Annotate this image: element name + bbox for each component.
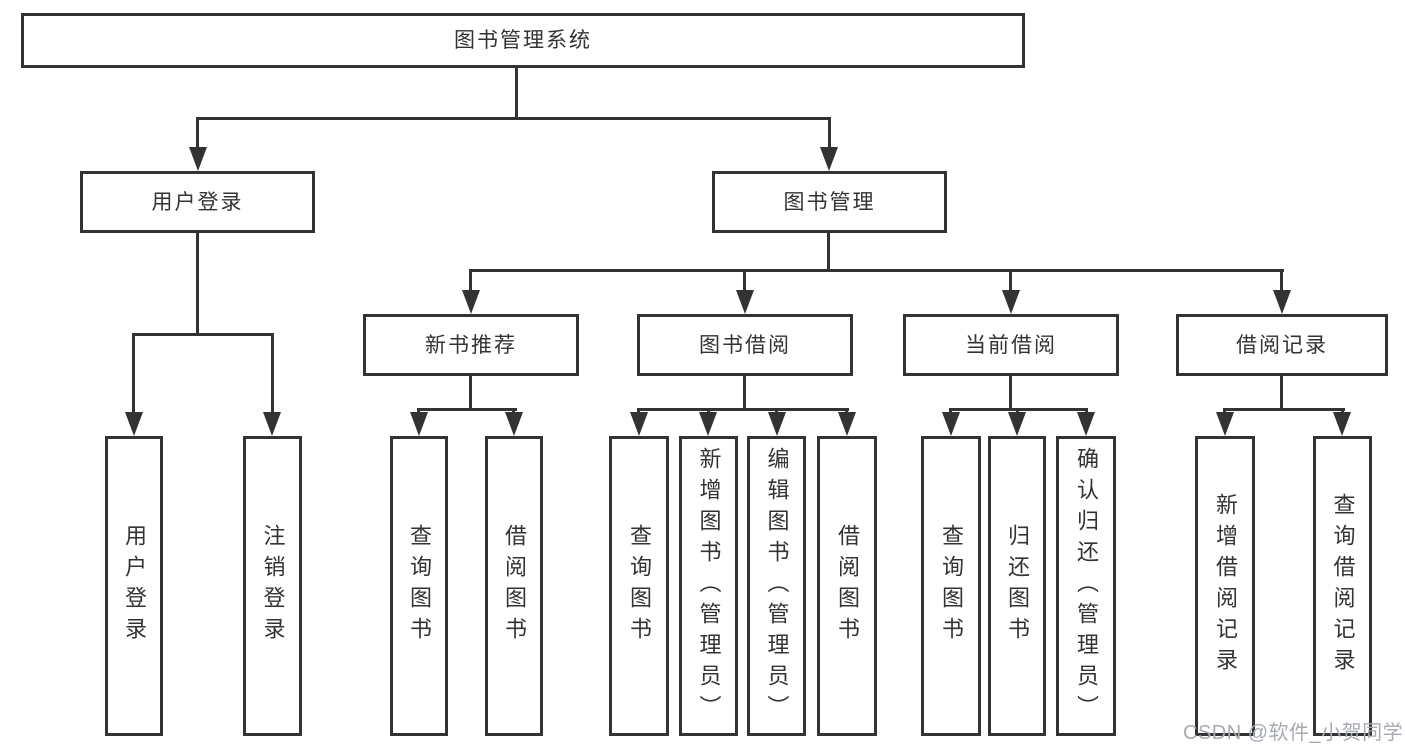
arrowhead-icon <box>1002 290 1020 314</box>
node-borrow-records-label: 借阅记录 <box>1236 333 1328 357</box>
node-root: 图书管理系统 <box>21 13 1025 68</box>
connector-borrowrecords-vline <box>1280 376 1283 410</box>
leaf-logout-label: 注销登录 <box>260 524 286 648</box>
connector-leaf-shaft <box>512 408 515 415</box>
leaf-add-borrow-record: 新增借阅记录 <box>1195 436 1255 736</box>
arrowhead-icon <box>699 412 717 436</box>
connector-currentborrow-vline <box>1009 376 1012 410</box>
connector-leaf-shaft <box>1341 408 1344 415</box>
connector-bookmgmt-shaft <box>828 117 831 150</box>
node-current-borrow: 当前借阅 <box>903 314 1119 376</box>
leaf-query-book-rec: 查询图书 <box>390 436 448 736</box>
leaf-borrow-book-label: 借阅图书 <box>835 524 860 648</box>
connector-bookborrow-vline <box>743 376 746 410</box>
leaf-query-book-current: 查询图书 <box>921 436 981 736</box>
arrowhead-icon <box>736 290 754 314</box>
connector-userlogin-vline <box>196 233 199 336</box>
connector-bookborrow-hline <box>637 408 849 411</box>
connector-userlogin-hline <box>132 333 274 336</box>
arrowhead-icon <box>630 412 648 436</box>
connector-leaf-shaft <box>637 408 640 415</box>
arrowhead-icon <box>1273 290 1291 314</box>
connector-bookmgmt-vline <box>827 233 830 272</box>
arrowhead-icon <box>1077 412 1095 436</box>
leaf-borrow-book: 借阅图书 <box>817 436 877 736</box>
connector-root-hline <box>196 117 831 120</box>
connector-newbookrec-hline <box>417 408 517 411</box>
leaf-edit-book: 编辑图书（管理员） <box>747 436 806 736</box>
arrowhead-icon <box>768 412 786 436</box>
arrowhead-icon <box>125 412 143 436</box>
leaf-query-book-rec-label: 查询图书 <box>407 524 432 648</box>
leaf-confirm-return: 确认归还（管理员） <box>1056 436 1116 736</box>
arrowhead-icon <box>820 147 838 171</box>
node-book-borrow-label: 图书借阅 <box>699 333 791 357</box>
connector-leaf-shaft <box>271 333 274 413</box>
connector-level3-shaft <box>743 269 746 294</box>
connector-level3-hline <box>469 269 1284 272</box>
arrowhead-icon <box>410 412 428 436</box>
csdn-watermark: CSDN @软件_小贺同学 <box>1183 722 1404 744</box>
node-new-book-rec: 新书推荐 <box>363 314 579 376</box>
leaf-borrow-book-rec-label: 借阅图书 <box>502 524 527 648</box>
node-book-mgmt-label: 图书管理 <box>783 190 876 214</box>
leaf-query-book-current-label: 查询图书 <box>939 524 964 648</box>
arrowhead-icon <box>942 412 960 436</box>
connector-leaf-shaft <box>132 333 135 413</box>
connector-leaf-shaft <box>707 408 710 415</box>
leaf-query-book-borrow-label: 查询图书 <box>627 524 652 648</box>
arrowhead-icon <box>1008 412 1026 436</box>
leaf-add-borrow-record-label: 新增借阅记录 <box>1213 493 1238 679</box>
connector-level3-shaft <box>1009 269 1012 294</box>
node-user-login: 用户登录 <box>80 171 315 233</box>
leaf-borrow-book-rec: 借阅图书 <box>485 436 543 736</box>
node-book-borrow: 图书借阅 <box>637 314 853 376</box>
leaf-edit-book-label: 编辑图书（管理员） <box>764 446 790 726</box>
leaf-return-book: 归还图书 <box>988 436 1046 736</box>
leaf-confirm-return-label: 确认归还（管理员） <box>1074 446 1099 726</box>
leaf-return-book-label: 归还图书 <box>1005 524 1030 648</box>
node-current-borrow-label: 当前借阅 <box>965 333 1057 357</box>
arrowhead-icon <box>838 412 856 436</box>
connector-leaf-shaft <box>417 408 420 415</box>
leaf-user-login-label: 用户登录 <box>122 524 147 648</box>
leaf-query-borrow-record-label: 查询借阅记录 <box>1330 493 1356 679</box>
leaf-logout: 注销登录 <box>243 436 302 736</box>
connector-borrowrecords-hline <box>1223 408 1345 411</box>
connector-leaf-shaft <box>949 408 952 415</box>
connector-leaf-shaft <box>775 408 778 415</box>
connector-userlogin-shaft <box>196 117 199 150</box>
arrowhead-icon <box>1333 412 1351 436</box>
node-new-book-rec-label: 新书推荐 <box>425 333 517 357</box>
arrowhead-icon <box>263 412 281 436</box>
leaf-query-borrow-record: 查询借阅记录 <box>1313 436 1372 736</box>
arrowhead-icon <box>505 412 523 436</box>
arrowhead-icon <box>1216 412 1234 436</box>
arrowhead-icon <box>462 290 480 314</box>
leaf-add-book-label: 新增图书（管理员） <box>696 446 722 726</box>
connector-leaf-shaft <box>845 408 848 415</box>
node-user-login-label: 用户登录 <box>151 190 244 214</box>
connector-level3-shaft <box>469 269 472 294</box>
node-borrow-records: 借阅记录 <box>1176 314 1388 376</box>
connector-level3-shaft <box>1280 269 1283 294</box>
connector-leaf-shaft <box>1223 408 1226 415</box>
connector-leaf-shaft <box>1016 408 1019 415</box>
connector-root-vline <box>515 68 518 118</box>
connector-leaf-shaft <box>1085 408 1088 415</box>
connector-newbookrec-vline <box>469 376 472 410</box>
leaf-add-book: 新增图书（管理员） <box>679 436 738 736</box>
arrowhead-icon <box>189 147 207 171</box>
node-root-label: 图书管理系统 <box>454 29 592 52</box>
leaf-query-book-borrow: 查询图书 <box>609 436 669 736</box>
node-book-mgmt: 图书管理 <box>712 171 947 233</box>
leaf-user-login: 用户登录 <box>105 436 163 736</box>
